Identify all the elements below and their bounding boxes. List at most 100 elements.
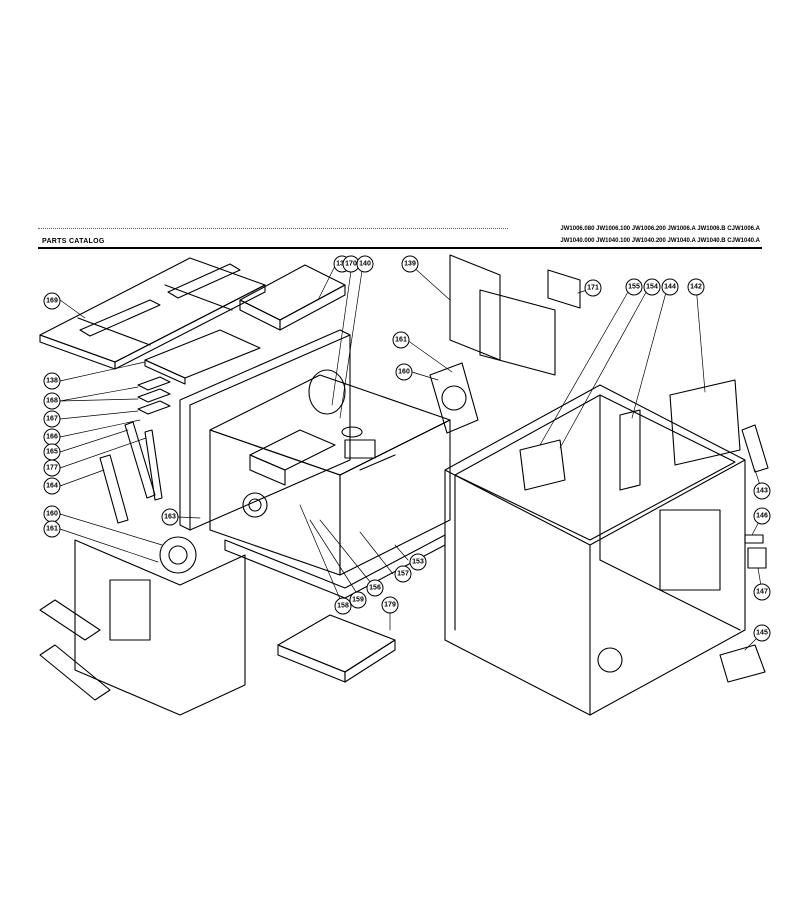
callout-166: 166: [43, 428, 61, 446]
callout-number: 158: [337, 603, 349, 610]
callout-circle: [401, 255, 419, 273]
top-cover-panel: [39, 257, 266, 370]
callout-153: 153: [409, 553, 427, 571]
right-panels: [519, 379, 769, 683]
callout-number: 142: [690, 284, 702, 291]
callout-number: 144: [664, 284, 676, 291]
callout-number: 161: [395, 337, 407, 344]
callout-147: 147: [753, 583, 771, 601]
callout-number: 163: [164, 514, 176, 521]
callout-139: 139: [401, 255, 419, 273]
callout-circle: [43, 410, 61, 428]
catalog-title: PARTS CATALOG: [42, 238, 105, 245]
callout-number: 177: [46, 465, 58, 472]
callout-circle: [395, 363, 413, 381]
callout-158: 158: [334, 597, 352, 615]
callout-circle: [625, 278, 643, 296]
callout-number: 139: [404, 261, 416, 268]
callout-circle: [753, 624, 771, 642]
callout-163: 163: [161, 508, 179, 526]
callout-number: 156: [369, 585, 381, 592]
callout-number: 159: [352, 597, 364, 604]
callout-number: 145: [756, 630, 768, 637]
callout-number: 169: [46, 298, 58, 305]
callout-number: 155: [628, 284, 640, 291]
callout-circle: [43, 392, 61, 410]
callout-156: 156: [366, 579, 384, 597]
callout-number: 164: [46, 483, 58, 490]
header-rule: [38, 247, 762, 249]
header-dotted-line: [38, 228, 508, 229]
callout-157: 157: [394, 565, 412, 583]
callout-circle: [356, 255, 374, 273]
callout-171: 171: [584, 279, 602, 297]
callout-number: 146: [756, 513, 768, 520]
top-bracket-panel: [239, 264, 346, 331]
callout-177: 177: [43, 459, 61, 477]
callout-number: 179: [384, 602, 396, 609]
callout-number: 137: [336, 261, 348, 268]
callout-circle: [409, 553, 427, 571]
callout-circle: [753, 482, 771, 500]
callout-167: 167: [43, 410, 61, 428]
callout-number: 166: [46, 434, 58, 441]
callout-number: 138: [46, 378, 58, 385]
callout-circle: [584, 279, 602, 297]
callout-number: 147: [756, 589, 768, 596]
callout-179: 179: [381, 596, 399, 614]
callout-circle: [43, 372, 61, 390]
callout-circle: [381, 596, 399, 614]
callout-170: 170: [342, 255, 360, 273]
callout-154: 154: [643, 278, 661, 296]
callout-number: 165: [46, 449, 58, 456]
chassis-frame: [444, 384, 746, 716]
leader-lines: [59, 263, 763, 651]
callout-number: 143: [756, 488, 768, 495]
rear-panels: [429, 254, 581, 434]
callout-number: 140: [359, 261, 371, 268]
callout-140: 140: [356, 255, 374, 273]
callout-142: 142: [687, 278, 705, 296]
back-frame: [179, 329, 351, 531]
callout-164: 164: [43, 477, 61, 495]
callout-circle: [334, 597, 352, 615]
callout-number: 168: [46, 398, 58, 405]
callout-circle: [394, 565, 412, 583]
callout-circle: [687, 278, 705, 296]
plate-stack: [137, 329, 261, 415]
callout-circle: [392, 331, 410, 349]
callout-circle: [43, 477, 61, 495]
callout-number: 154: [646, 284, 658, 291]
boiler-body: [209, 369, 451, 576]
callout-160: 160: [395, 363, 413, 381]
callout-circle: [753, 583, 771, 601]
left-base-rails: [39, 599, 111, 701]
callout-circle: [43, 459, 61, 477]
callout-number: 171: [587, 285, 599, 292]
callout-circle: [643, 278, 661, 296]
callout-number: 153: [412, 559, 424, 566]
model-list-line-2: JW1040.000 JW1040.100 JW1040.200 JW1040.…: [560, 238, 760, 244]
callout-circle: [366, 579, 384, 597]
drip-tray: [277, 614, 396, 683]
left-side-brackets: [99, 421, 163, 524]
left-front-panel: [74, 536, 246, 716]
callout-161: 161: [43, 520, 61, 538]
model-list-line-1: JW1006.080 JW1006.100 JW1006.200 JW1006.…: [560, 226, 760, 232]
callout-number: 167: [46, 416, 58, 423]
callout-144: 144: [661, 278, 679, 296]
callout-168: 168: [43, 392, 61, 410]
callout-number: 160: [398, 369, 410, 376]
callout-155: 155: [625, 278, 643, 296]
callout-161: 161: [392, 331, 410, 349]
callout-159: 159: [349, 591, 367, 609]
callout-circle: [43, 292, 61, 310]
callout-circle: [43, 520, 61, 538]
callout-circle: [661, 278, 679, 296]
callout-number: 161: [46, 526, 58, 533]
callout-number: 170: [345, 261, 357, 268]
callout-146: 146: [753, 507, 771, 525]
